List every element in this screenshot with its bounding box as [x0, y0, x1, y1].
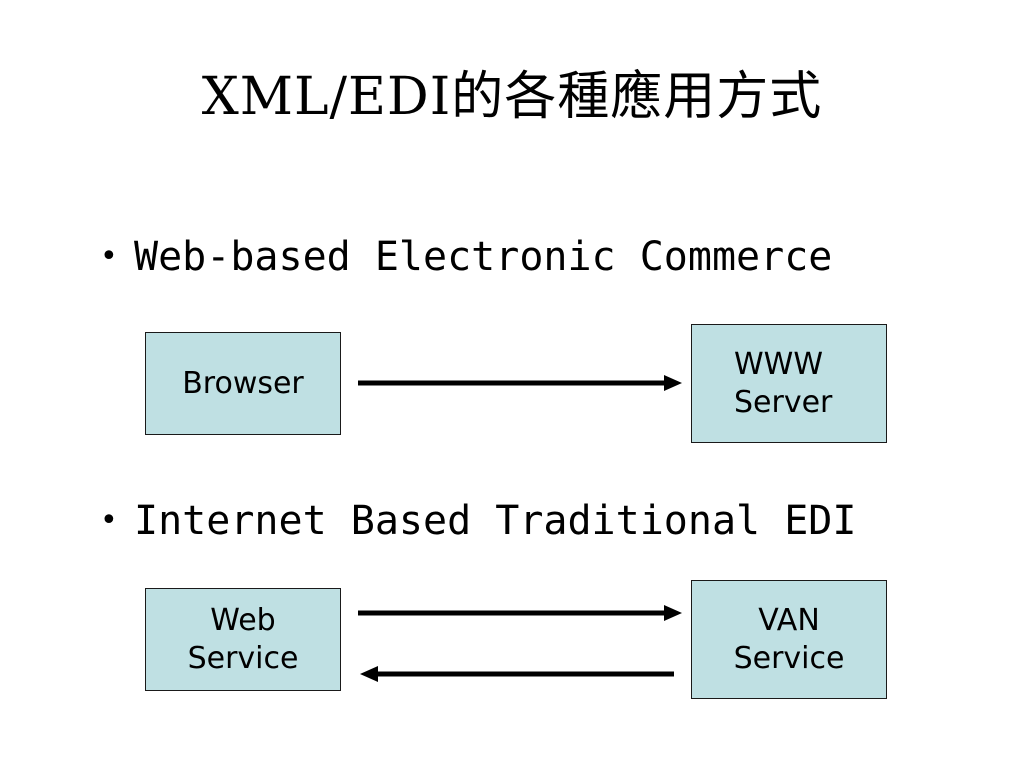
- bullet-marker: •: [100, 239, 118, 274]
- browser-box-label: Browser: [182, 365, 304, 401]
- www-server-box-line1: WWW: [734, 346, 823, 382]
- web-service-box-line2: Service: [187, 640, 299, 676]
- van-service-box-line2: Service: [733, 640, 845, 676]
- van-service-box-line1: VAN: [758, 602, 820, 638]
- arrow-browser-to-www: [358, 375, 682, 391]
- bullet-web-based-ec: • Web-based Electronic Commerce: [100, 233, 832, 281]
- bullet-text: Web-based Electronic Commerce: [134, 234, 833, 280]
- www-server-box: WWW Server: [691, 324, 887, 443]
- bullet-marker: •: [100, 503, 118, 538]
- slide-title: XML/EDI的各種應用方式: [201, 67, 823, 127]
- bullet-internet-based-edi: • Internet Based Traditional EDI: [100, 497, 856, 545]
- web-service-box: Web Service: [145, 588, 341, 691]
- browser-box: Browser: [145, 332, 341, 435]
- bullet-text: Internet Based Traditional EDI: [134, 498, 857, 544]
- web-service-box-line1: Web: [210, 602, 276, 638]
- arrow-web-to-van: [358, 605, 682, 621]
- www-server-box-line2: Server: [734, 384, 833, 420]
- arrow-van-to-web: [360, 666, 674, 682]
- van-service-box: VAN Service: [691, 580, 887, 699]
